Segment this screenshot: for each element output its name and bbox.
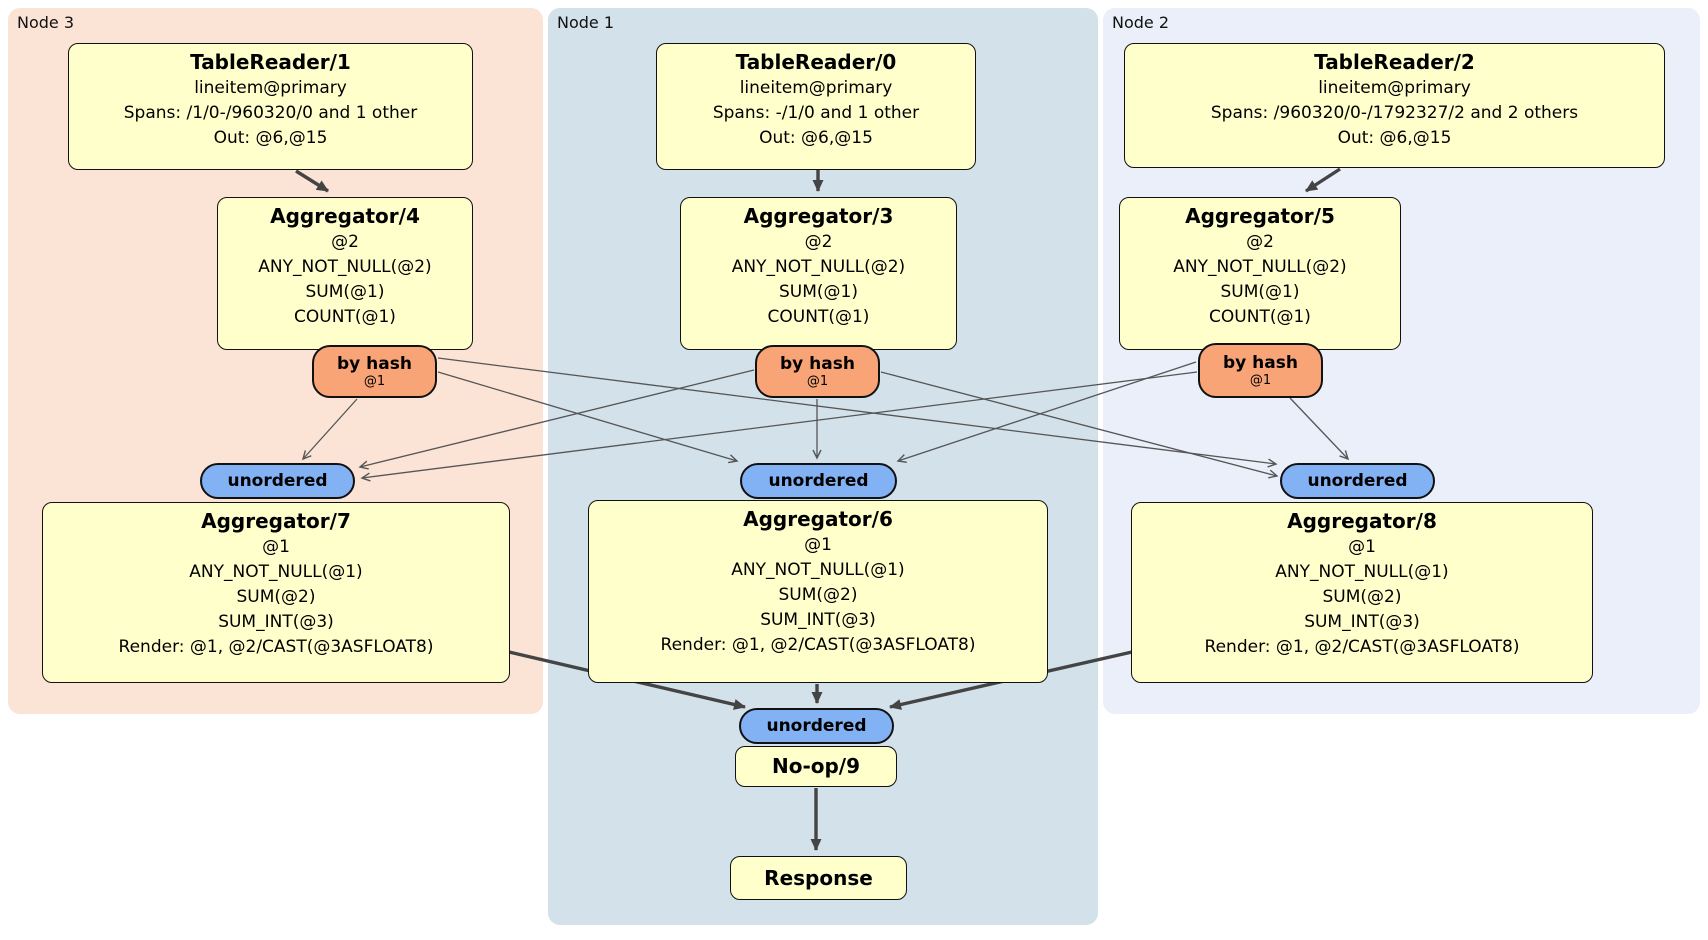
router-label: by hash bbox=[337, 353, 412, 374]
sync-unordered-final: unordered bbox=[739, 708, 894, 744]
node-label-2: Node 2 bbox=[1112, 13, 1170, 32]
processor-detail: @2 bbox=[331, 232, 359, 252]
processor-detail: ANY_NOT_NULL(@2) bbox=[258, 257, 432, 277]
processor-detail: ANY_NOT_NULL(@1) bbox=[731, 560, 905, 580]
router-detail: @1 bbox=[1249, 372, 1272, 388]
router-detail: @1 bbox=[806, 373, 829, 389]
processor-title: Aggregator/5 bbox=[1185, 204, 1335, 228]
processor-detail: SUM(@1) bbox=[305, 282, 385, 302]
processor-detail: Render: @1, @2/CAST(@3ASFLOAT8) bbox=[660, 635, 976, 655]
router-by-hash-node2: by hash @1 bbox=[1198, 343, 1323, 398]
sync-label: unordered bbox=[768, 471, 869, 491]
processor-title: No-op/9 bbox=[771, 754, 861, 778]
sync-label: unordered bbox=[766, 716, 867, 736]
processor-detail: lineitem@primary bbox=[194, 78, 347, 98]
router-label: by hash bbox=[780, 353, 855, 374]
processor-detail: Out: @6,@15 bbox=[1337, 128, 1452, 148]
processor-title: TableReader/0 bbox=[735, 50, 897, 74]
processor-detail: ANY_NOT_NULL(@2) bbox=[731, 257, 906, 277]
sync-unordered-node3: unordered bbox=[200, 463, 355, 499]
processor-detail: ANY_NOT_NULL(@1) bbox=[1275, 562, 1449, 582]
processor-detail: SUM_INT(@3) bbox=[760, 610, 876, 630]
processor-detail: SUM_INT(@3) bbox=[1304, 612, 1420, 632]
processor-detail: @2 bbox=[804, 232, 833, 252]
processor-detail: Render: @1, @2/CAST(@3ASFLOAT8) bbox=[118, 637, 434, 657]
processor-detail: COUNT(@1) bbox=[1209, 307, 1311, 327]
processor-title: Aggregator/4 bbox=[270, 204, 420, 228]
processor-detail: SUM_INT(@3) bbox=[218, 612, 334, 632]
processor-detail: COUNT(@1) bbox=[767, 307, 870, 327]
processor-title: Aggregator/3 bbox=[743, 204, 894, 228]
processor-response: Response bbox=[730, 856, 907, 900]
processor-detail: lineitem@primary bbox=[1318, 78, 1471, 98]
processor-detail: Out: @6,@15 bbox=[213, 128, 328, 148]
processor-tablereader-0: TableReader/0 lineitem@primary Spans: -/… bbox=[656, 43, 976, 170]
processor-detail: @1 bbox=[1348, 537, 1376, 557]
processor-aggregator-3: Aggregator/3 @2 ANY_NOT_NULL(@2) SUM(@1)… bbox=[680, 197, 957, 350]
sync-label: unordered bbox=[227, 471, 328, 491]
router-by-hash-node3: by hash @1 bbox=[312, 345, 437, 398]
processor-aggregator-6: Aggregator/6 @1 ANY_NOT_NULL(@1) SUM(@2)… bbox=[588, 500, 1048, 683]
processor-title: Aggregator/6 bbox=[743, 507, 893, 531]
processor-detail: SUM(@2) bbox=[778, 585, 858, 605]
processor-aggregator-5: Aggregator/5 @2 ANY_NOT_NULL(@2) SUM(@1)… bbox=[1119, 197, 1401, 350]
processor-detail: Spans: /1/0-/960320/0 and 1 other bbox=[123, 103, 418, 123]
processor-title: Response bbox=[764, 865, 873, 890]
processor-detail: @1 bbox=[804, 535, 832, 555]
processor-detail: SUM(@1) bbox=[779, 282, 858, 302]
processor-detail: Render: @1, @2/CAST(@3ASFLOAT8) bbox=[1204, 637, 1520, 657]
processor-detail: SUM(@2) bbox=[236, 587, 316, 607]
processor-detail: SUM(@2) bbox=[1322, 587, 1402, 607]
processor-title: Aggregator/8 bbox=[1287, 509, 1437, 533]
node-label-3: Node 3 bbox=[17, 13, 75, 32]
processor-detail: Spans: -/1/0 and 1 other bbox=[712, 103, 920, 123]
processor-detail: @2 bbox=[1246, 232, 1274, 252]
router-detail: @1 bbox=[363, 373, 386, 389]
processor-detail: ANY_NOT_NULL(@1) bbox=[189, 562, 363, 582]
processor-detail: SUM(@1) bbox=[1220, 282, 1300, 302]
processor-detail: Spans: /960320/0-/1792327/2 and 2 others bbox=[1210, 103, 1579, 123]
processor-title: TableReader/1 bbox=[190, 50, 351, 74]
processor-detail: Out: @6,@15 bbox=[759, 128, 873, 148]
processor-detail: @1 bbox=[262, 537, 290, 557]
processor-aggregator-4: Aggregator/4 @2 ANY_NOT_NULL(@2) SUM(@1)… bbox=[217, 197, 473, 350]
router-label: by hash bbox=[1223, 352, 1298, 373]
sync-label: unordered bbox=[1307, 471, 1408, 491]
node-label-1: Node 1 bbox=[557, 13, 615, 32]
processor-detail: COUNT(@1) bbox=[294, 307, 396, 327]
processor-noop-9: No-op/9 bbox=[735, 746, 897, 787]
processor-title: TableReader/2 bbox=[1314, 50, 1475, 74]
processor-aggregator-7: Aggregator/7 @1 ANY_NOT_NULL(@1) SUM(@2)… bbox=[42, 502, 510, 683]
processor-aggregator-8: Aggregator/8 @1 ANY_NOT_NULL(@1) SUM(@2)… bbox=[1131, 502, 1593, 683]
processor-tablereader-2: TableReader/2 lineitem@primary Spans: /9… bbox=[1124, 43, 1665, 168]
processor-tablereader-1: TableReader/1 lineitem@primary Spans: /1… bbox=[68, 43, 473, 170]
processor-title: Aggregator/7 bbox=[201, 509, 351, 533]
processor-detail: lineitem@primary bbox=[739, 78, 893, 98]
router-by-hash-node1: by hash @1 bbox=[755, 345, 880, 398]
sync-unordered-node1: unordered bbox=[740, 463, 897, 499]
sync-unordered-node2: unordered bbox=[1280, 463, 1435, 499]
processor-detail: ANY_NOT_NULL(@2) bbox=[1173, 257, 1347, 277]
